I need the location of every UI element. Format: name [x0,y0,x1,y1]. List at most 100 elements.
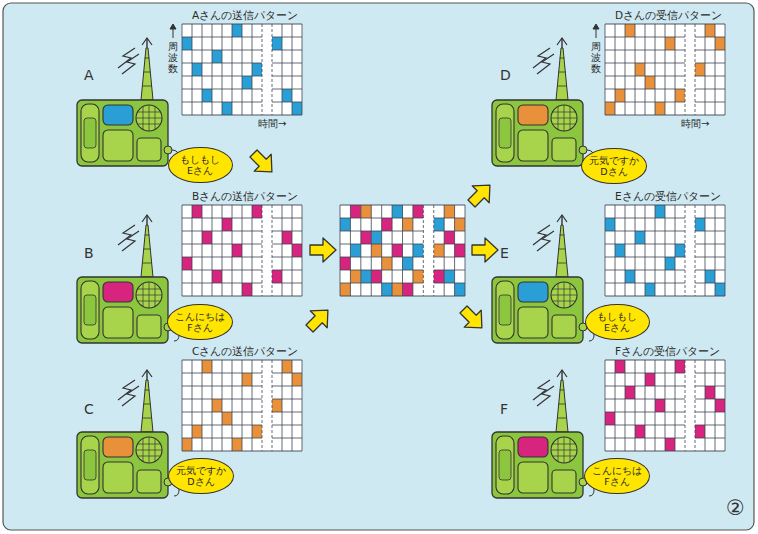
frequency-grid [340,205,465,296]
grid-line [695,373,725,374]
pattern-title: Fさんの受信パターン [615,345,720,358]
hop-cell [645,373,655,386]
hop-cell [392,244,402,257]
grid-line [434,257,465,258]
grid-line [655,205,656,296]
hop-cell [413,270,423,283]
speech-text: もしもし Eさん [176,154,225,177]
grid-line [695,76,725,77]
grid-line [434,283,465,284]
grid-line [272,412,302,413]
hop-cell [695,425,705,438]
hop-cell [272,270,282,283]
grid-line [272,425,302,426]
hop-cell [292,373,302,386]
flow-arrows [245,145,498,337]
grid-line [340,205,341,296]
hop-cell [382,283,392,296]
grid-line [605,205,606,296]
grid-line [705,360,706,451]
grid-line [695,399,725,400]
grid-line [725,24,726,115]
grid-line [222,24,223,115]
grid-line [262,24,263,115]
hop-cell [222,102,232,115]
hop-cell [242,76,252,89]
grid-line [272,37,302,38]
grid-line [272,373,302,374]
grid-line [454,205,455,296]
hop-cell [645,76,655,89]
hop-cell [455,283,465,296]
grid-line [615,24,616,115]
hop-cell [715,399,725,412]
axis-label: 時間→ [681,118,709,130]
hop-cell [350,205,360,218]
grid-line [232,360,233,451]
hop-cell [434,270,444,283]
hop-cell [635,425,645,438]
hop-cell [455,244,465,257]
grid-line [272,244,302,245]
pattern-grids [182,24,725,451]
radio-b [77,215,179,343]
grid-line [302,360,303,451]
grid-line [715,24,716,115]
axis-arrows [170,24,599,38]
hop-cell [192,425,202,438]
station-letter: A [84,68,94,83]
grid-line [202,205,203,296]
speech-text: もしもし Eさん [593,311,642,334]
hop-cell [340,283,350,296]
hop-cell [202,360,212,373]
grid-line [625,205,626,296]
flow-arrow [455,301,490,336]
hop-cell [715,37,725,50]
grid-line [625,24,626,115]
grid-line [675,24,676,115]
grid-line [202,24,203,115]
speech-text: こんにちは Fさん [175,311,225,334]
station-letter: E [500,246,509,261]
grid-line [655,24,656,115]
hop-cell [252,425,262,438]
frequency-grid [182,205,302,296]
grid-line [402,205,403,296]
hop-cell [455,218,465,231]
speech-bubble: もしもし Eさん [585,304,650,341]
grid-line [272,24,273,115]
grid-line [665,360,666,451]
station-letter: D [500,68,511,83]
hop-cell [605,412,615,425]
grid-line [212,205,213,296]
hop-cell [202,231,212,244]
grid-line [272,399,302,400]
grid-line [705,24,706,115]
hop-cell [202,89,212,102]
grid-line [272,89,302,90]
axis-label: 周波数 [591,41,601,74]
speech-bubble: こんにちは Fさん [167,304,233,341]
grid-line [695,270,725,271]
grid-ground [182,205,302,296]
hop-cell [403,283,413,296]
grid-line [272,102,302,103]
grid-line [192,205,193,296]
radio-a [77,38,179,166]
hop-cell [403,218,413,231]
grid-line [272,386,302,387]
hop-cell [635,231,645,244]
hop-cell [282,360,292,373]
grid-line [645,24,646,115]
hop-cell [605,102,615,115]
hop-cell [232,24,242,37]
pattern-title: Cさんの送信パターン [192,345,298,358]
pattern-grid: Cさんの送信パターン [182,360,302,451]
hop-cell [222,218,232,231]
grid-line [302,24,303,115]
grid-line [272,270,302,271]
hop-cell [655,399,665,412]
hop-cell [212,399,222,412]
station-letter: F [500,402,508,417]
